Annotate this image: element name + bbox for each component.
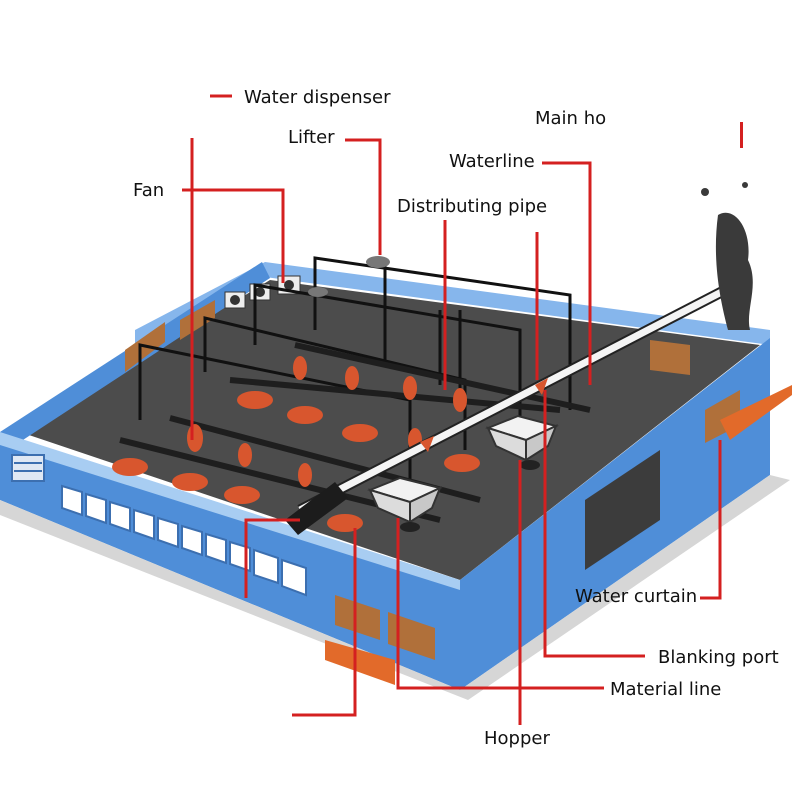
material-line — [285, 280, 738, 535]
feeder-pan-icon — [237, 391, 273, 409]
label-water-curtain: Water curtain — [575, 586, 697, 607]
dark-side-panel — [585, 450, 660, 570]
leader-lines — [182, 94, 722, 725]
feeder-pan-icon — [342, 424, 378, 442]
leader-left-bottom — [292, 528, 357, 717]
feeder-pan-icon — [187, 424, 203, 452]
front-windows — [61, 484, 307, 597]
window — [61, 484, 83, 517]
window — [133, 508, 155, 541]
feeder-pan-icon — [444, 454, 480, 472]
labels: Water dispenser Main ho Lifter Fan Water… — [133, 87, 779, 749]
feeder-pan-icon — [345, 366, 359, 390]
hopper-icon — [485, 414, 559, 470]
label-hopper: Hopper — [484, 728, 550, 749]
window — [205, 532, 227, 565]
label-fan: Fan — [133, 180, 164, 201]
feeder-pan-icon — [224, 486, 260, 504]
leader-left-mid — [244, 518, 300, 598]
water-curtain-panel-icon — [705, 390, 740, 443]
leader-lifter — [345, 138, 382, 255]
feeder-pan-icon — [287, 406, 323, 424]
window — [157, 516, 179, 549]
leader-material-line — [396, 518, 604, 690]
leader-waterline — [542, 161, 592, 385]
window — [281, 558, 307, 597]
feed-silo — [701, 122, 753, 330]
leader-fan — [182, 188, 285, 283]
ground-ramp — [325, 640, 395, 685]
feeder-pan-icon — [298, 463, 312, 487]
feeder-pan-icon — [172, 473, 208, 491]
feeder-pan-icon — [112, 458, 148, 476]
leader-water-curtain — [700, 440, 722, 600]
water-curtain-panel-icon — [180, 300, 215, 340]
water-curtain-panel-icon — [650, 340, 690, 375]
feeder-pan-icon — [238, 443, 252, 467]
label-material-line: Material line — [610, 679, 721, 700]
leader-blanking-port — [543, 390, 645, 658]
window — [181, 524, 203, 557]
blanking-port-icon — [420, 436, 434, 452]
label-main-house: Main ho — [535, 108, 606, 129]
feeder-pan-icon — [403, 376, 417, 400]
label-distributing-pipe: Distributing pipe — [397, 196, 547, 217]
control-panel — [11, 454, 45, 482]
material-line-motor-icon — [285, 482, 348, 535]
feeder-pan-icon — [327, 514, 363, 532]
hopper-icon — [366, 476, 443, 532]
ground-ramp — [720, 385, 792, 440]
water-curtain-panels — [125, 300, 740, 660]
base-plate — [0, 475, 790, 700]
hoppers — [366, 414, 559, 532]
window — [85, 492, 107, 525]
water-curtain-panel-icon — [388, 612, 435, 660]
window — [109, 500, 131, 533]
water-curtain-panel-icon — [335, 595, 380, 640]
feeder-pan-icon — [293, 356, 307, 380]
label-waterline: Waterline — [449, 151, 535, 172]
label-water-dispenser: Water dispenser — [244, 87, 391, 108]
blanking-port-icon — [535, 378, 548, 395]
label-blanking-port: Blanking port — [658, 647, 779, 668]
feeder-pan-icon — [453, 388, 467, 412]
lifter-winch-icon — [308, 256, 390, 297]
window — [253, 548, 279, 585]
label-lifter: Lifter — [288, 127, 335, 148]
fan-icon — [224, 291, 246, 309]
